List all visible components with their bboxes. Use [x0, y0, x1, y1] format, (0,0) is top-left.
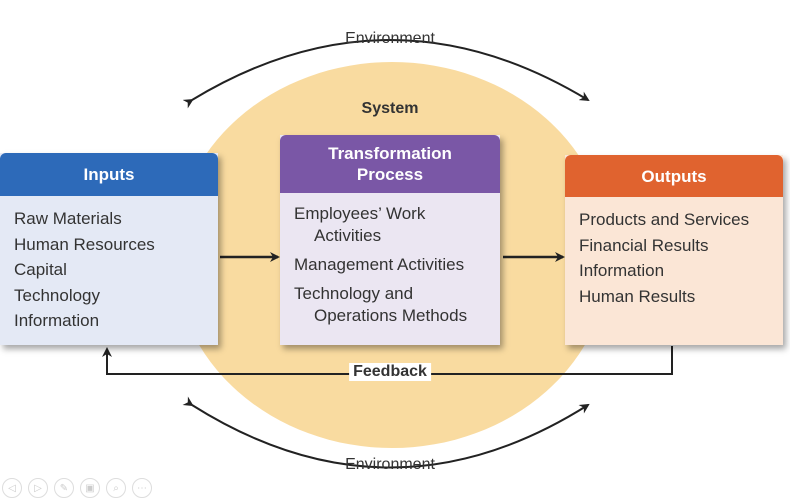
transformation-list: Employees’ Work Activities Management Ac… — [280, 193, 500, 327]
list-item-continuation: Operations Methods — [314, 306, 468, 325]
inputs-list: Raw Materials Human Resources Capital Te… — [0, 196, 218, 334]
system-label: System — [361, 100, 419, 117]
transformation-title-line1: Transformation — [328, 144, 452, 163]
environment-label-bottom: Environment — [345, 456, 435, 473]
list-item: Management Activities — [294, 255, 465, 274]
previous-icon[interactable]: ◁ — [2, 478, 22, 498]
list-item: Human Resources — [14, 234, 155, 254]
pen-icon[interactable]: ✎ — [54, 478, 74, 498]
inputs-box: Inputs Raw Materials Human Resources Cap… — [0, 153, 218, 345]
list-item: Employees’ Work — [294, 204, 426, 223]
list-item-continuation: Activities — [314, 226, 382, 245]
list-item: Information — [579, 261, 665, 280]
outputs-box: Outputs Products and Services Financial … — [565, 155, 783, 345]
next-icon[interactable]: ▷ — [28, 478, 48, 498]
list-item: Information — [14, 311, 100, 330]
zoom-icon[interactable]: ⌕ — [106, 478, 126, 498]
inputs-header: Inputs — [0, 153, 218, 196]
transformation-box: Transformation Process Employees’ Work A… — [280, 135, 500, 345]
feedback-label: Feedback — [349, 363, 431, 381]
list-item: Raw Materials — [14, 209, 122, 228]
transformation-title-line2: Process — [356, 165, 424, 184]
outputs-header: Outputs — [565, 155, 783, 197]
list-item: Capital — [14, 260, 67, 279]
list-item: Products and Services — [579, 210, 750, 229]
list-item: Technology and — [294, 284, 414, 303]
list-item: Human Results — [579, 286, 696, 306]
outputs-list: Products and Services Financial Results … — [565, 197, 783, 309]
slide-toolbar: ◁ ▷ ✎ ▣ ⌕ ⋯ — [2, 478, 152, 498]
transformation-header: Transformation Process — [280, 135, 500, 193]
environment-label-top: Environment — [345, 30, 435, 47]
environment-arc-top — [182, 39, 590, 109]
list-item: Technology — [14, 285, 101, 305]
environment-arc-bottom — [182, 396, 590, 469]
more-icon[interactable]: ⋯ — [132, 478, 152, 498]
slides-icon[interactable]: ▣ — [80, 478, 100, 498]
list-item: Financial Results — [579, 235, 709, 255]
